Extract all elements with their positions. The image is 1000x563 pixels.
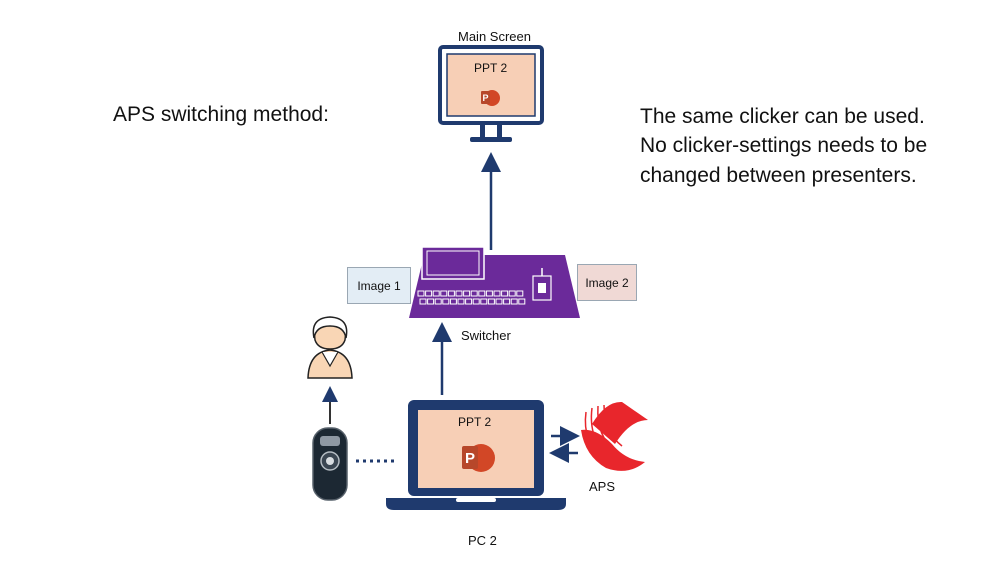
switcher-key	[427, 298, 435, 305]
switcher-key	[442, 298, 450, 305]
image-1-box: Image 1	[347, 267, 411, 304]
explanation-note: The same clicker can be used. No clicker…	[640, 105, 928, 187]
switcher-key	[417, 290, 425, 297]
laptop-slide-label: PPT 2	[458, 415, 492, 429]
presenter-icon	[307, 316, 353, 379]
switcher-key	[518, 298, 526, 305]
switcher-key	[501, 290, 509, 297]
switcher-key	[487, 298, 495, 305]
switcher-key	[449, 298, 457, 305]
monitor-icon	[438, 45, 544, 142]
powerpoint-icon: P	[462, 444, 495, 472]
aps-logo-icon	[581, 401, 648, 471]
image-2-box: Image 2	[577, 264, 637, 301]
svg-text:P: P	[465, 450, 475, 467]
switcher-key	[508, 290, 516, 297]
switcher-key	[480, 298, 488, 305]
switcher-key	[510, 298, 518, 305]
aps-label: APS	[589, 479, 616, 494]
clicker-icon	[312, 427, 348, 501]
switcher-key	[485, 290, 493, 297]
switcher-key	[463, 290, 471, 297]
svg-text:P: P	[482, 93, 488, 103]
pc-label: PC 2	[468, 533, 497, 548]
switcher-key	[503, 298, 511, 305]
switcher-key	[470, 290, 478, 297]
switcher-key	[440, 290, 448, 297]
switcher-key	[465, 298, 473, 305]
switcher-key	[478, 290, 486, 297]
switcher-label: Switcher	[461, 328, 511, 343]
switcher-key	[495, 298, 503, 305]
diagram-heading: APS switching method:	[113, 103, 329, 126]
switcher-key	[447, 290, 455, 297]
switcher-key	[432, 290, 440, 297]
main-screen-slide-label: PPT 2	[474, 61, 508, 75]
switcher-key	[419, 298, 427, 305]
switcher-key	[434, 298, 442, 305]
switcher-key	[516, 290, 524, 297]
switcher-key	[425, 290, 433, 297]
switcher-key	[472, 298, 480, 305]
switcher-icon	[409, 246, 580, 318]
switcher-key	[457, 298, 465, 305]
switcher-key	[455, 290, 463, 297]
switcher-key	[493, 290, 501, 297]
main-screen-label: Main Screen	[458, 29, 531, 44]
powerpoint-icon: P	[481, 90, 500, 106]
